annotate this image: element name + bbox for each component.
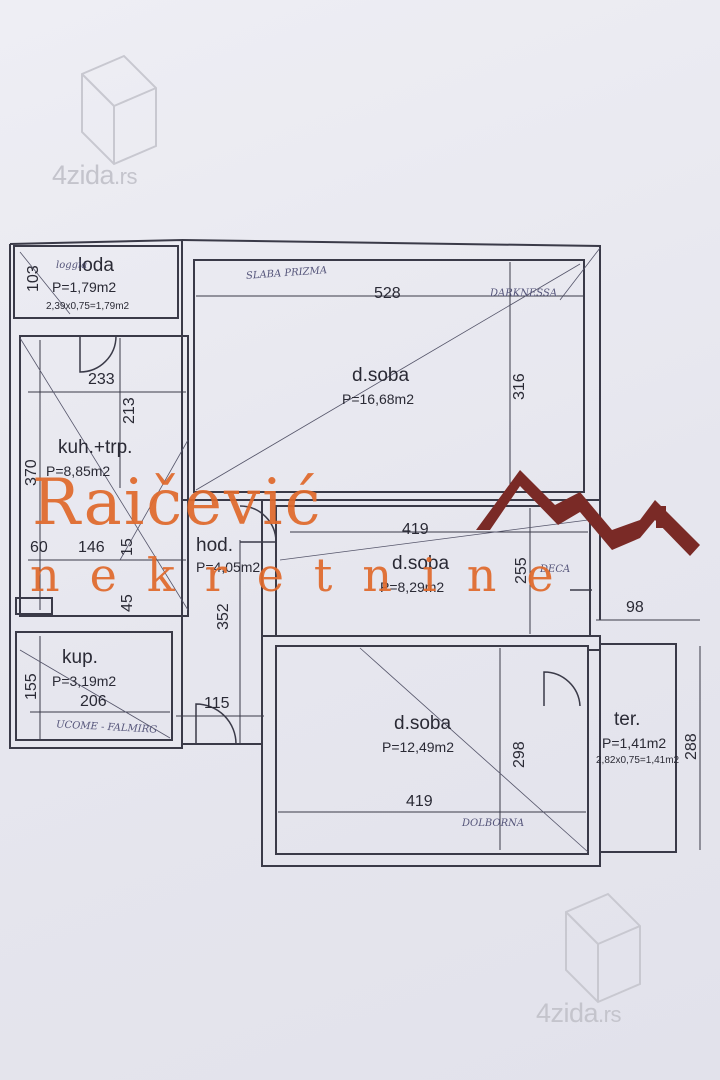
room-kitchen-area: P=8,85m2 xyxy=(46,463,111,479)
watermark-tld: .rs xyxy=(598,1002,621,1027)
wall-room1 xyxy=(193,259,585,493)
dim-60: 60 xyxy=(30,539,48,556)
door-bath xyxy=(195,703,237,745)
watermark-tld: .rs xyxy=(114,164,137,189)
room-bedroom3-name: d.soba xyxy=(394,713,452,734)
watermark-text: 4zida xyxy=(52,160,115,190)
dim-155: 155 xyxy=(23,673,40,700)
room-kitchen-name: kuh.+trp. xyxy=(58,437,133,458)
room-bedroom3-area: P=12,49m2 xyxy=(382,739,454,755)
room-loda-area: P=1,79m2 xyxy=(52,279,117,295)
brand-name: Raičević xyxy=(32,466,323,540)
dim-288: 288 xyxy=(683,733,700,760)
door-room3 xyxy=(543,671,581,707)
room-hallway-area: P=4,05m2 xyxy=(196,559,261,575)
room-bathroom-area: P=3,19m2 xyxy=(52,673,117,689)
room-terrace-calc: 2,82x0,75=1,41m2 xyxy=(596,755,680,766)
dim-146: 146 xyxy=(78,539,105,556)
dim-528: 528 xyxy=(374,285,401,302)
dim-233: 233 xyxy=(88,371,115,388)
watermark-bottom: 4zida.rs xyxy=(536,998,621,1029)
watermark-logo-icon-2 xyxy=(565,892,641,1004)
room-bedroom2-area: P=8,29m2 xyxy=(380,579,445,595)
watermark-top: 4zida.rs xyxy=(52,160,137,191)
dim-213: 213 xyxy=(121,397,138,424)
dim-316: 316 xyxy=(511,373,528,400)
room-loda-name: loda xyxy=(78,255,114,276)
watermark-logo-icon xyxy=(81,54,157,166)
room-loda-calc: 2,39x0,75=1,79m2 xyxy=(46,301,130,312)
dim-298: 298 xyxy=(511,741,528,768)
dim-419-top: 419 xyxy=(402,521,429,538)
dim-352: 352 xyxy=(215,603,232,630)
note-loggia: loggia xyxy=(56,260,88,271)
brand-roof-icon xyxy=(476,470,700,556)
wall-hallway xyxy=(182,499,263,745)
wall-kitchen xyxy=(19,335,189,617)
watermark-text: 4zida xyxy=(536,998,599,1028)
wall-room3 xyxy=(275,645,589,855)
brand-chimney-icon xyxy=(656,506,666,528)
dim-206: 206 xyxy=(80,693,107,710)
room-terrace-area: P=1,41m2 xyxy=(602,735,667,751)
wall-loda xyxy=(13,245,179,319)
door-room2 xyxy=(239,505,277,543)
wall-niche xyxy=(15,597,53,615)
door-kitchen xyxy=(79,335,117,373)
room-bedroom1-name: d.soba xyxy=(352,365,410,386)
wall-outline-bottom xyxy=(261,635,601,867)
note-deca: DECA xyxy=(540,564,571,575)
room-terrace-name: ter. xyxy=(614,709,641,730)
note-darknessa: DARKNESSA xyxy=(490,288,558,299)
brand-subtitle: nekretnine xyxy=(30,548,584,602)
dim-115: 115 xyxy=(204,695,230,712)
dim-103: 103 xyxy=(25,265,42,292)
dim-419-bottom: 419 xyxy=(406,793,433,810)
wall-terrace xyxy=(600,643,677,853)
wall-bathroom xyxy=(15,631,173,741)
room-bathroom-name: kup. xyxy=(62,647,98,668)
dim-98: 98 xyxy=(626,599,644,616)
wall-outline-left xyxy=(9,238,183,749)
room-bedroom1-area: P=16,68m2 xyxy=(342,391,414,407)
room-hallway-name: hod. xyxy=(196,535,233,556)
note-dolborna: DOLBORNA xyxy=(462,818,525,829)
room-bedroom2-name: d.soba xyxy=(392,553,450,574)
